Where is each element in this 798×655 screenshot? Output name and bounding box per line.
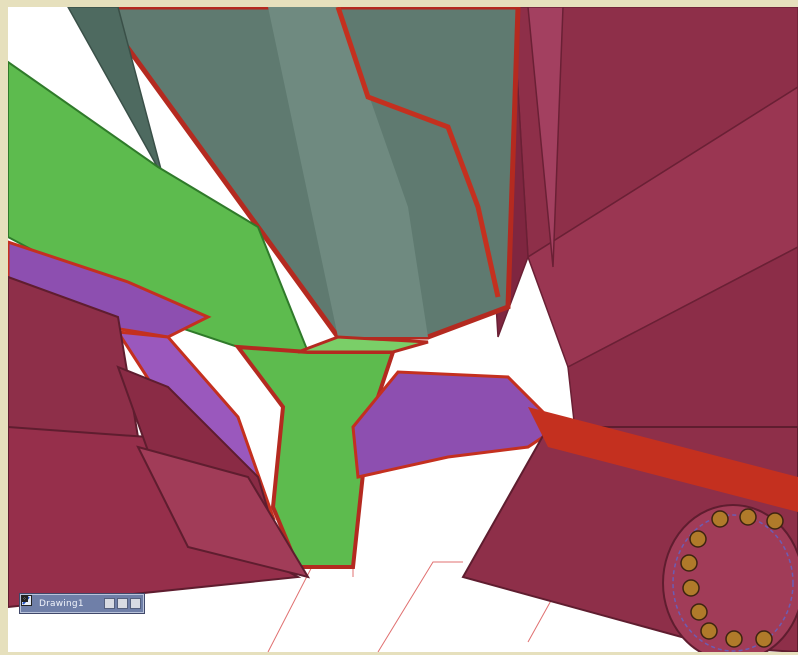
- restore-icon[interactable]: [22, 596, 115, 609]
- crimson-fan-left: [8, 275, 311, 609]
- 3d-scene: [8, 7, 798, 652]
- close-icon[interactable]: [21, 595, 141, 609]
- maximize-icon[interactable]: [21, 595, 128, 609]
- 3d-model-viewport[interactable]: Drawing1: [8, 7, 798, 652]
- tube-bolts: [680, 508, 784, 648]
- slate-beam: [67, 7, 521, 340]
- green-beam: [8, 60, 429, 569]
- window-title: Drawing1: [39, 598, 84, 609]
- crimson-fan-right: [477, 7, 798, 458]
- crimson-tube: [461, 407, 798, 652]
- minimized-drawing-window[interactable]: Drawing1: [20, 594, 144, 613]
